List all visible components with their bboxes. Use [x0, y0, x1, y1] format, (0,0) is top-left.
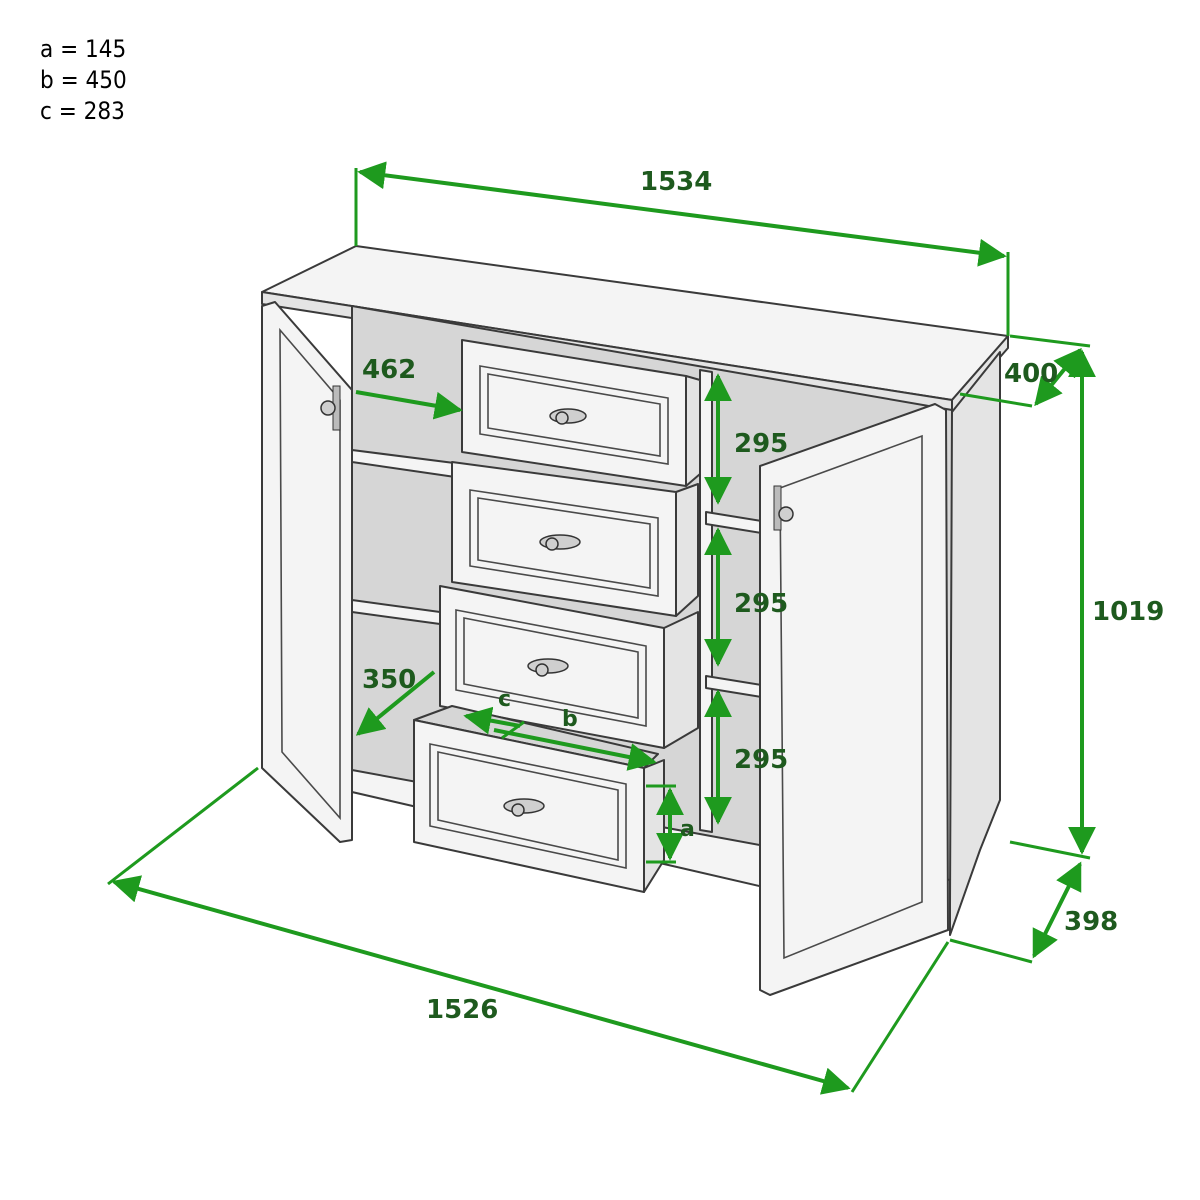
label-height: 1019: [1092, 597, 1164, 627]
right-door: [759, 403, 949, 996]
center-partition-right: [699, 369, 713, 833]
ext-height-bottom: [1009, 840, 1091, 860]
dim-shelf-depth-bottom: [355, 670, 436, 736]
dim-shelf-depth-top: [355, 390, 463, 420]
label-gap-2: 295: [734, 589, 788, 619]
legend-c: c = 283: [40, 97, 125, 125]
left-door: [261, 301, 353, 843]
label-bottom-width: 1526: [426, 995, 498, 1025]
dim-c: [463, 706, 521, 735]
label-shelf-depth-bottom: 350: [362, 665, 416, 695]
ext-depth-bottom: [949, 938, 1033, 964]
right-door-panel: [779, 434, 923, 960]
label-shelf-depth-top: 462: [362, 355, 416, 385]
dim-bottom-width: [111, 875, 851, 1095]
dim-top-width: [357, 161, 1007, 267]
ext-bottom-left: [107, 766, 259, 886]
label-b: b: [562, 707, 578, 732]
dim-bottom-depth: [1032, 861, 1082, 959]
legend-a: a = 145: [40, 35, 127, 63]
drawer-3: [439, 585, 699, 749]
legend-b: b = 450: [40, 66, 127, 94]
label-top-depth: 400: [1004, 359, 1058, 389]
label-a: a: [680, 817, 695, 842]
dimension-lines: [107, 161, 1096, 1095]
left-door-knob: [320, 385, 341, 431]
label-top-width: 1534: [640, 167, 712, 197]
label-c: c: [498, 687, 511, 712]
ext-bottom-right: [850, 941, 950, 1093]
label-gap-3: 295: [734, 745, 788, 775]
ext-depth-top-b: [1009, 334, 1091, 348]
dim-b: [493, 728, 657, 771]
drawer-2: [451, 461, 699, 617]
dresser-body: [261, 245, 1009, 996]
right-side-panel: [949, 351, 1001, 936]
label-bottom-depth: 398: [1064, 907, 1118, 937]
ext-depth-top-a: [959, 392, 1033, 408]
dimension-labels: 1534 400 1019 398 1526 462 350 295 295 2…: [362, 167, 1164, 1025]
right-door-knob: [773, 485, 794, 531]
left-door-panel: [279, 327, 341, 821]
drawer-1: [461, 339, 701, 487]
ext-b-start: [501, 720, 525, 740]
label-gap-1: 295: [734, 429, 788, 459]
